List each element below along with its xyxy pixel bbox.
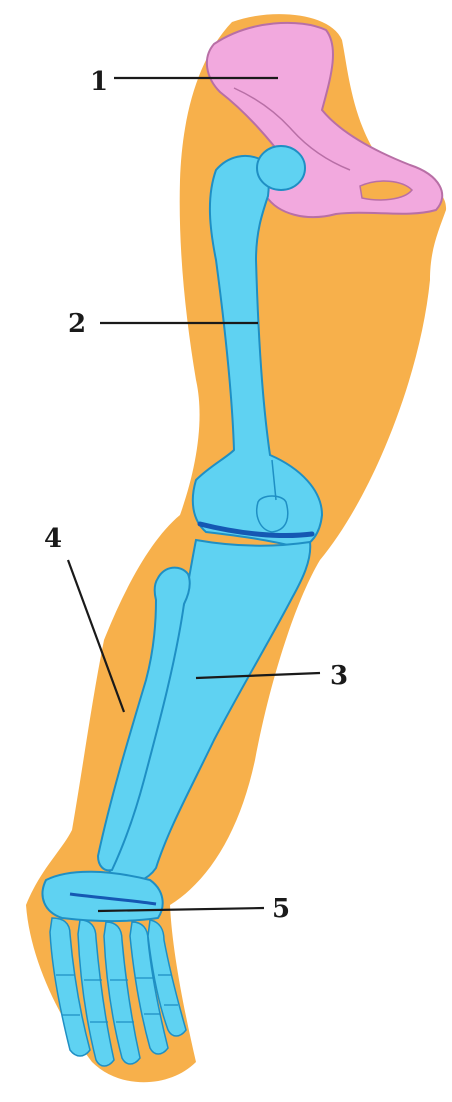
callout-label-3: 3 bbox=[330, 661, 348, 691]
callout-label-1: 1 bbox=[90, 67, 108, 97]
callout-label-2: 2 bbox=[68, 309, 86, 339]
patella bbox=[257, 496, 288, 532]
callout-label-5: 5 bbox=[272, 894, 290, 924]
callout-label-4: 4 bbox=[44, 524, 62, 554]
femoral-head bbox=[257, 146, 305, 190]
